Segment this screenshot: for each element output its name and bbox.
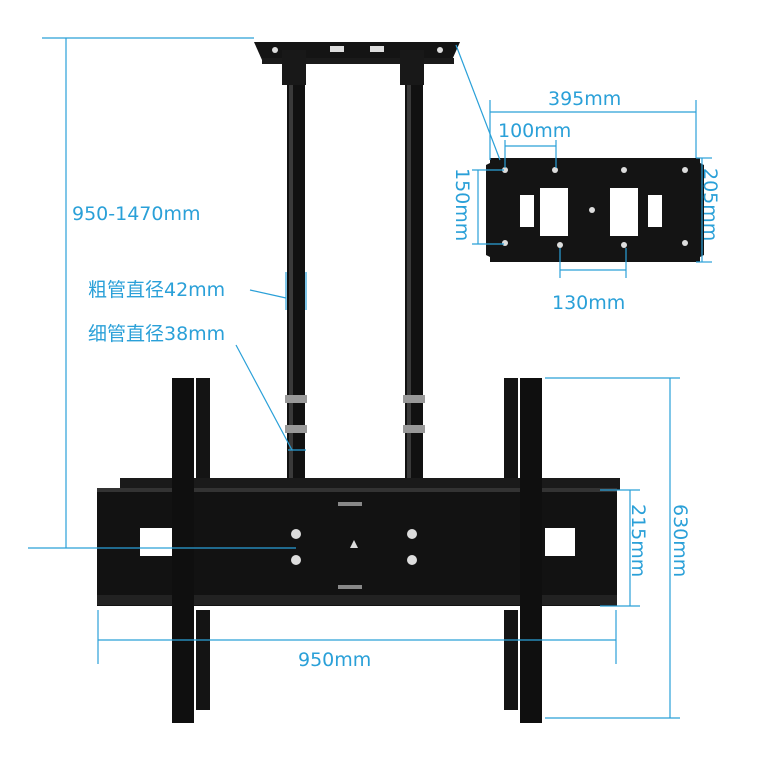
- inset-leader-line: [455, 44, 501, 161]
- pipe-right: [400, 50, 425, 490]
- dim-thin-pipe-leader: [235, 344, 306, 451]
- pipe-left: [282, 50, 307, 490]
- label-total-width: 950mm: [298, 649, 371, 671]
- dim-hole-bottom-line: [559, 248, 627, 278]
- dim-hole-top-line: [504, 140, 557, 168]
- label-arm-height: 215mm: [627, 504, 649, 577]
- label-plate-hole-left: 150mm: [451, 168, 473, 241]
- vertical-arm-left: [172, 378, 210, 723]
- dim-height-range: [28, 37, 296, 549]
- label-thin-pipe: 细管直径38mm: [88, 323, 225, 345]
- dim-total-width-line: [97, 610, 617, 664]
- dim-plate-width-line: [489, 100, 697, 160]
- dim-thick-pipe-leader: [249, 272, 307, 310]
- label-plate-hole-top: 100mm: [498, 120, 571, 142]
- dim-hole-left-line: [472, 169, 504, 245]
- vesa-plate: [486, 158, 704, 262]
- label-height-range: 950-1470mm: [72, 203, 201, 225]
- vertical-arm-right: [504, 378, 542, 723]
- dim-plate-height-line: [696, 157, 712, 263]
- dim-arm-height-line: [600, 489, 640, 607]
- dim-total-height-line: [545, 377, 680, 719]
- label-plate-width: 395mm: [548, 88, 621, 110]
- label-plate-hole-bottom: 130mm: [552, 292, 625, 314]
- label-plate-height: 205mm: [699, 168, 721, 241]
- label-total-height: 630mm: [669, 504, 691, 577]
- label-thick-pipe: 粗管直径42mm: [88, 279, 225, 301]
